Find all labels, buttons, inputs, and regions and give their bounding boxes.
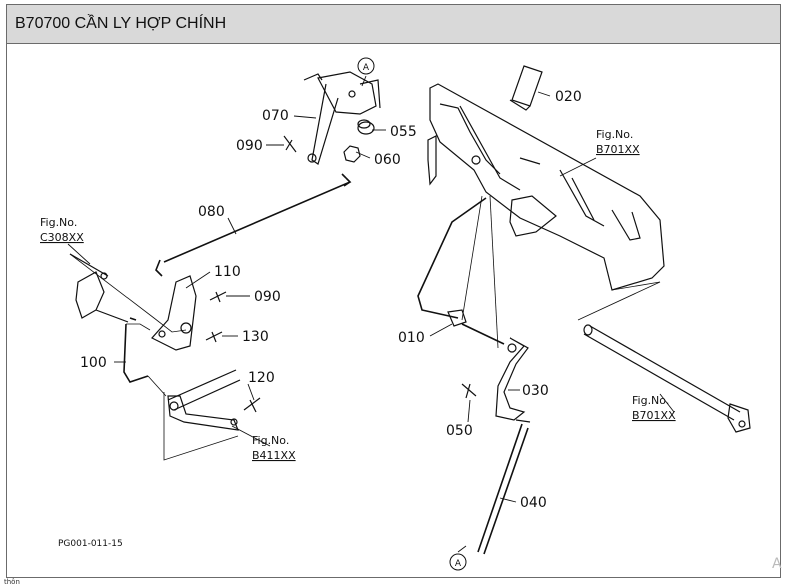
label-100: 100 xyxy=(80,355,107,371)
marker-a-top: A xyxy=(357,57,375,75)
fig-ref-b411-number: B411XX xyxy=(252,449,296,462)
pin-090-mid xyxy=(209,291,227,303)
link-100 xyxy=(123,317,149,383)
fig-ref-b701-top: Fig.No. B701XX xyxy=(596,128,640,156)
pin-090-top xyxy=(283,135,297,153)
fig-ref-b701-top-number: B701XX xyxy=(596,143,640,156)
label-020: 020 xyxy=(555,89,582,105)
bracket-070 xyxy=(303,71,381,165)
corner-marker: A xyxy=(772,556,782,572)
fig-ref-b701-bottom-label: Fig.No. xyxy=(632,394,669,407)
marker-a-bottom-text: A xyxy=(455,559,462,569)
pin-120 xyxy=(243,397,261,413)
fig-ref-c308-number: C308XX xyxy=(40,231,84,244)
label-110: 110 xyxy=(214,264,241,280)
dashed-leaders xyxy=(69,195,661,461)
label-050: 050 xyxy=(446,423,473,439)
label-080: 080 xyxy=(198,204,225,220)
leader-lines xyxy=(67,75,675,553)
label-040: 040 xyxy=(520,495,547,511)
label-090-top: 090 xyxy=(236,138,263,154)
fig-ref-c308: Fig.No. C308XX xyxy=(40,216,84,244)
bushing-055 xyxy=(357,119,375,135)
fig-ref-b701-bottom-number: B701XX xyxy=(632,409,676,422)
fig-ref-b701-bottom: Fig.No. B701XX xyxy=(632,394,676,422)
bracket-c308 xyxy=(69,253,129,323)
nut-060 xyxy=(343,145,361,163)
shaft-b701 xyxy=(583,324,751,433)
rod-010 xyxy=(417,197,505,345)
label-130: 130 xyxy=(242,329,269,345)
rod-080 xyxy=(155,173,352,277)
diagram-frame: B70700 CẦN LY HỢP CHÍNH xyxy=(6,4,781,578)
pedal-pad-020 xyxy=(509,65,543,111)
marker-a-bottom: A xyxy=(449,553,467,571)
fig-ref-c308-label: Fig.No. xyxy=(40,216,77,229)
fig-ref-b411: Fig.No. B411XX xyxy=(252,434,296,462)
shaft-b411 xyxy=(167,369,241,431)
drawing-code: PG001-011-15 xyxy=(58,539,123,549)
fig-ref-b411-label: Fig.No. xyxy=(252,434,289,447)
page-title: B70700 CẦN LY HỢP CHÍNH xyxy=(15,15,227,32)
label-090-mid: 090 xyxy=(254,289,281,305)
fig-ref-b701-top-label: Fig.No. xyxy=(596,128,633,141)
arm-030 xyxy=(495,337,529,421)
label-120: 120 xyxy=(248,370,275,386)
marker-a-top-text: A xyxy=(363,63,370,73)
label-030: 030 xyxy=(522,383,549,399)
title-bar: B70700 CẦN LY HỢP CHÍNH xyxy=(7,5,780,44)
pin-050 xyxy=(461,383,477,399)
label-060: 060 xyxy=(374,152,401,168)
label-070: 070 xyxy=(262,108,289,124)
pedal-bracket-frame xyxy=(427,83,665,291)
rod-040 xyxy=(477,419,531,555)
label-010: 010 xyxy=(398,330,425,346)
label-055: 055 xyxy=(390,124,417,140)
footer-text: thôn xyxy=(4,578,20,586)
pin-130 xyxy=(205,331,223,343)
lever-110 xyxy=(151,275,197,351)
